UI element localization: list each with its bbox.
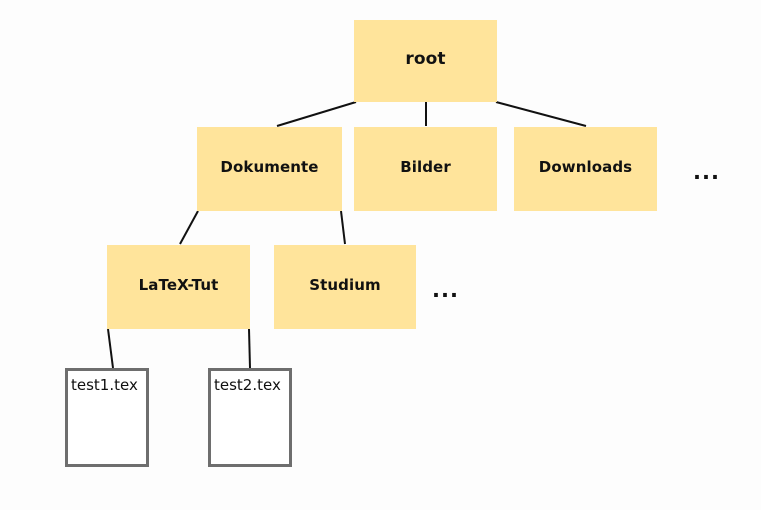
node-label-dokumente: Dokumente	[220, 157, 319, 176]
node-label-test1: test1.tex	[71, 376, 138, 394]
node-label-root: root	[405, 48, 446, 69]
folder-node-studium[interactable]: Studium	[274, 245, 416, 329]
edge-latextut-test1	[107, 328, 114, 369]
node-label-test2: test2.tex	[214, 376, 281, 394]
node-label-latextut: LaTeX-Tut	[138, 275, 219, 294]
folder-node-latextut[interactable]: LaTeX-Tut	[107, 245, 250, 329]
file-node-test2[interactable]: test2.tex	[208, 368, 292, 467]
file-node-test1[interactable]: test1.tex	[65, 368, 149, 467]
edge-root-dokumente	[276, 101, 357, 127]
folder-node-bilder[interactable]: Bilder	[354, 127, 497, 211]
node-label-bilder: Bilder	[400, 157, 451, 176]
folder-node-dokumente[interactable]: Dokumente	[197, 127, 342, 211]
ellipsis-level3: ...	[432, 278, 459, 302]
folder-node-root[interactable]: root	[354, 20, 497, 102]
edge-dokumente-latextut	[179, 210, 199, 245]
edge-latextut-test2	[248, 328, 251, 369]
ellipsis-level2: ...	[693, 160, 720, 184]
node-label-studium: Studium	[309, 275, 381, 294]
folder-node-downloads[interactable]: Downloads	[514, 127, 657, 211]
edge-dokumente-studium	[340, 210, 346, 245]
node-label-downloads: Downloads	[538, 157, 633, 176]
edge-root-downloads	[495, 101, 587, 127]
